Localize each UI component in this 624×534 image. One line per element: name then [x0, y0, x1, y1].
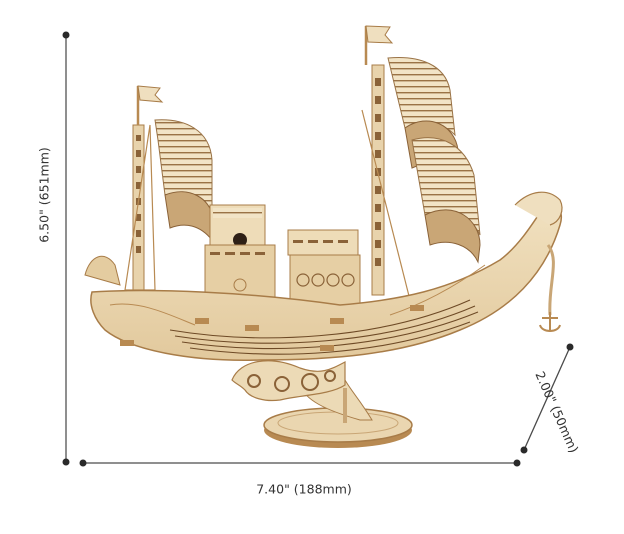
rear-cabin — [204, 204, 276, 301]
ship-hull — [84, 191, 563, 361]
anchor — [539, 244, 561, 332]
width-dimension-line — [79, 459, 521, 467]
front-sails — [387, 56, 481, 264]
width-dimension-label: 7.40" (188mm) — [256, 481, 352, 497]
rear-sail — [154, 119, 213, 242]
depth-dimension-line — [520, 343, 574, 454]
height-dimension-label: 6.50" (651mm) — [36, 147, 52, 243]
middle-cabin — [287, 229, 361, 306]
rear-mast — [124, 85, 164, 291]
height-dimension-line — [62, 31, 70, 466]
wave-stand — [231, 360, 346, 402]
front-mast — [361, 25, 411, 301]
